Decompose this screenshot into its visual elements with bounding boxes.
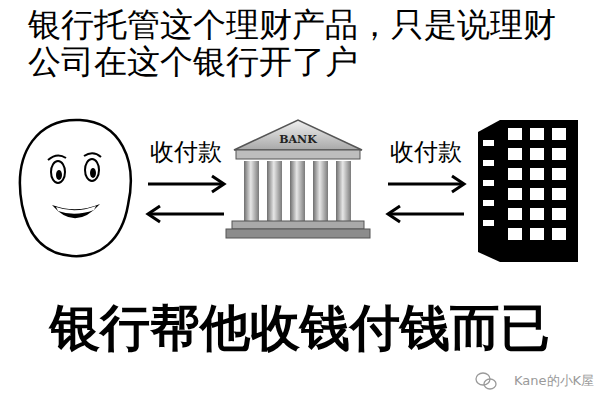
caption-text: 银行帮他收钱付钱而已 bbox=[50, 298, 550, 358]
wechat-icon bbox=[476, 373, 496, 389]
bank-building bbox=[226, 120, 370, 238]
flow-label: 收付款 bbox=[390, 138, 462, 166]
bank-sign: BANK bbox=[262, 131, 334, 147]
exchange-arrows bbox=[148, 176, 464, 222]
office-tower bbox=[478, 120, 578, 262]
title-text: 银行托管这个理财产品，只是说理财公司在这个银行开了户 bbox=[28, 6, 573, 80]
face-figure bbox=[20, 120, 131, 256]
flow-label: 收付款 bbox=[150, 138, 222, 166]
bank-label: BANK bbox=[279, 133, 316, 146]
watermark: Kane的小K屋 bbox=[514, 373, 594, 389]
